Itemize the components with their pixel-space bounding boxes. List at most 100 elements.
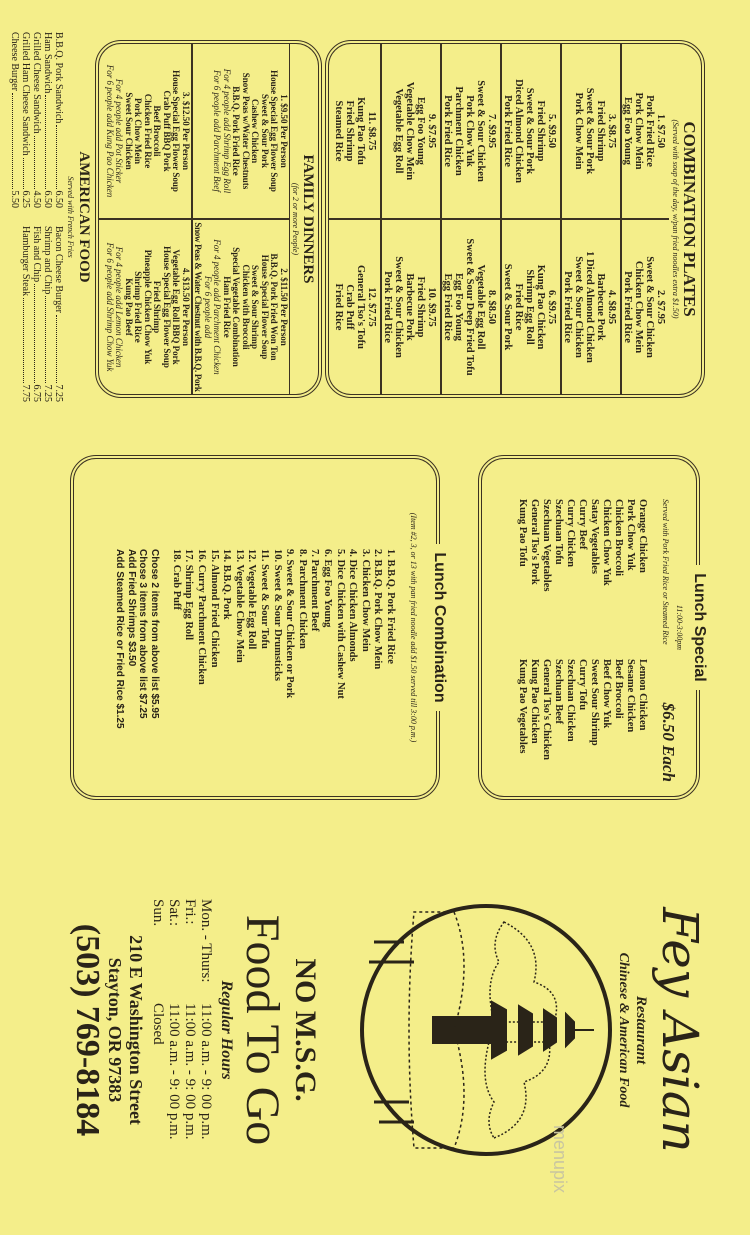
- plate-item: Sweet & Sour Deep Fried Tofu: [464, 238, 475, 376]
- item-price: 6.50: [53, 190, 64, 209]
- item-name: Grilled Ham Cheese Sandwich: [20, 32, 31, 156]
- plate-item: Steamed Rice: [333, 100, 344, 162]
- american-food-item: Grilled Ham Cheese Sandwich 6.25: [20, 32, 31, 208]
- item-name: Ham Sandwich: [42, 32, 53, 94]
- lunch-special-item: Szechuan Tofu: [553, 499, 564, 565]
- dinner-item: Vegetable Egg Roll BBQ Pork: [171, 249, 182, 365]
- american-food-item: B.B.Q. Pork Sandwich 6.50: [53, 32, 64, 208]
- lunch-combination-item: 15. Almond Fried Chicken: [208, 549, 220, 668]
- plate-item: Fried Shrimp: [535, 100, 546, 162]
- leader-dots: [45, 95, 53, 189]
- lunch-combination-title: Lunch Combination: [431, 544, 448, 711]
- restaurant-panel: Fey Asian Restaurant Chinese & American …: [10, 895, 710, 1165]
- lunch-combination-item: 3. Chicken Chow Mein: [359, 549, 371, 652]
- lunch-combination-item: 18. Crab Puff: [170, 549, 182, 610]
- dinner-note: For 6 people add Parchment Beef: [212, 70, 223, 192]
- dinner-item: Pineapple Chicken Chow Yuk: [143, 249, 153, 365]
- hours-time: 11:00 a.m. - 9: 00 p.m.: [182, 1003, 198, 1140]
- plate-item: Egg Fried Rice: [442, 273, 453, 341]
- lunch-special-item: General Tso's Chicken: [541, 659, 552, 760]
- dinner-item: House Special Egg Flower Soup: [171, 70, 182, 192]
- hours-time: 11:00 a.m. - 9: 00 p.m.: [198, 1003, 214, 1140]
- hours-time: Closed: [150, 1003, 166, 1045]
- plate-label: 11. $8.75: [366, 111, 377, 151]
- dinner-extra: Snow Peas & Water Chestnut with B.B.Q. P…: [193, 222, 204, 392]
- lunch-special-title: Lunch Special: [691, 565, 708, 690]
- lunch-special-item: Chicken Chow Yuk: [601, 499, 612, 586]
- dinner-label: 3. $12.50 Per Person: [181, 91, 191, 171]
- dinner-item: Cashew Chicken: [250, 98, 261, 164]
- item-name: Cheese Burger: [9, 32, 20, 91]
- item-price: 6.75: [31, 384, 42, 403]
- leader-dots: [45, 296, 53, 383]
- plate-item: Sweet & Sour Chicken: [644, 256, 655, 358]
- lunch-special-box: Lunch Special 11:00-3:00pm Served with P…: [478, 455, 708, 800]
- phone-number: (503) 769-8184: [69, 923, 106, 1137]
- plate-item: Pork Chow Mein: [573, 92, 584, 170]
- dinner-item: Beef Broccoli: [152, 105, 163, 157]
- plate-item: Fried Shrimp: [344, 100, 355, 162]
- lunch-combination-footer-line: Chose 3 items from above list $7.25: [137, 549, 149, 719]
- lunch-combination-item: 11. Sweet & Sour Tofu: [259, 549, 271, 649]
- plate-item: Pork Fried Rice: [622, 271, 633, 343]
- leader-dots: [12, 92, 20, 189]
- dinner-item: Kung Pao Beef: [124, 278, 134, 336]
- plate-item: Vegetable Egg Roll: [393, 88, 404, 174]
- lunch-combination-item: 14. B.B.Q. Pork: [221, 549, 233, 620]
- lunch-special-item: Beef Broccoli: [613, 659, 624, 719]
- plate-item: Chicken Chow Mein: [633, 260, 644, 354]
- item-name: B.B.Q. Pork Sandwich: [53, 32, 64, 124]
- plate-item: Vegetable Chow Mein: [404, 81, 415, 181]
- plate-item: Egg Foo Young: [415, 97, 426, 165]
- combination-plates-subtitle: (Served with soup of the day, w/pan frie…: [671, 119, 680, 319]
- plate-item: Sweet & Sour Pork: [524, 87, 535, 175]
- item-price: 7.25: [42, 384, 53, 403]
- watermark: menupix: [550, 1125, 570, 1194]
- lunch-special-item: Chicken Broccoli: [613, 499, 624, 577]
- hours-row: Fri.:11:00 a.m. - 9: 00 p.m.: [182, 899, 198, 1165]
- lunch-special-item: Sweet Sour Shrimp: [589, 659, 600, 746]
- dinner-item: Fried Shrimp: [152, 280, 163, 334]
- plate-item: 1 Diced Almond Chicken: [584, 251, 595, 363]
- combination-plates-title: COMBINATION PLATES: [680, 121, 699, 317]
- plate-label: 5. $9.50: [546, 113, 557, 149]
- hours-time: 11:00 a.m. - 9: 00 p.m.: [166, 1003, 182, 1140]
- dinner-note: For 4 people add Lemon Chicken: [114, 246, 125, 368]
- plate-label: 6. $9.75: [546, 289, 557, 325]
- plate-item: General Tso's Tofu: [355, 264, 366, 350]
- plate-label: 8. $8.50: [486, 289, 497, 325]
- item-name: Hamburger Steak: [20, 226, 31, 297]
- lunch-combination-item: 17. Shrimp Egg Roll: [183, 549, 195, 641]
- plate-item: Vegetable Egg Roll: [475, 264, 486, 350]
- item-price: 6.25: [20, 190, 31, 209]
- plate-label: 3. $8.75: [606, 113, 617, 149]
- lunch-special-item: Kung Pao Vegetables: [517, 659, 528, 754]
- lunch-special-item: Szechuan Beef: [553, 659, 564, 725]
- hours-day: Sun.: [150, 899, 166, 927]
- restaurant-tagline: Chinese & American Food: [616, 952, 631, 1108]
- dinner-item: Sweet & Sour Shrimp: [250, 264, 261, 350]
- family-dinners-title: FAMILY DINNERS: [300, 154, 316, 284]
- family-dinners-box: FAMILY DINNERS (for 2 or more People) 1.…: [95, 40, 322, 398]
- hours-row: Sat.:11:00 a.m. - 9: 00 p.m.: [166, 899, 182, 1165]
- plate-item: Sweet & Sour Chicken: [573, 256, 584, 358]
- dinner-item: House Special Flower Soup: [260, 254, 270, 360]
- family-dinners-subtitle: (for 2 or more People): [291, 182, 300, 256]
- lunch-combination-item: 1. B.B.Q. Pork Fried Rice: [385, 549, 396, 664]
- dinner-label: 2. $11.50 Per Person: [279, 268, 289, 346]
